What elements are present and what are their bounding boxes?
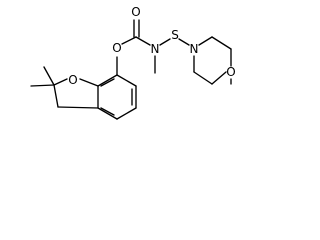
bond-c-n bbox=[135, 36, 151, 46]
bond-morph-b bbox=[211, 36, 232, 50]
bond-layer bbox=[30, 19, 232, 120]
bond-inner-c bbox=[100, 78, 115, 87]
bond-ring-d bbox=[97, 107, 118, 120]
bond-ring-c bbox=[116, 107, 137, 120]
bond-oester-c bbox=[121, 36, 137, 45]
bond-inner-b bbox=[100, 107, 115, 116]
atom-label-carbonyl-oxygen: O bbox=[131, 5, 140, 19]
bond-n-s bbox=[159, 38, 171, 46]
molecule-diagram: O O O N S N O bbox=[30, 5, 236, 120]
bond-ring-a bbox=[116, 74, 137, 87]
atom-label-amide-nitrogen: N bbox=[151, 42, 160, 56]
atom-label-sulfur: S bbox=[171, 28, 179, 42]
bond-s-n bbox=[178, 38, 190, 46]
bond-morph-f bbox=[193, 71, 213, 85]
bond-methyl-top bbox=[43, 66, 55, 86]
bond-methyl-left bbox=[30, 84, 55, 87]
atom-label-furan-oxygen: O bbox=[68, 73, 77, 87]
bond-ar-o bbox=[79, 78, 99, 87]
bond-morph-a bbox=[198, 36, 213, 46]
bond-o-cq bbox=[53, 78, 68, 86]
atom-label-layer: O O O N S N O bbox=[68, 5, 235, 87]
atom-label-ester-oxygen: O bbox=[112, 41, 121, 55]
structure-canvas: O O O N S N O bbox=[30, 5, 236, 120]
bond-ch2-ar bbox=[57, 106, 99, 109]
atom-label-morpholine-oxygen: O bbox=[226, 65, 235, 79]
bond-ring-f bbox=[97, 74, 118, 87]
atom-label-morpholine-nitrogen: N bbox=[190, 42, 199, 56]
bond-morph-e bbox=[211, 71, 227, 85]
bond-cq-ch2 bbox=[53, 84, 59, 108]
